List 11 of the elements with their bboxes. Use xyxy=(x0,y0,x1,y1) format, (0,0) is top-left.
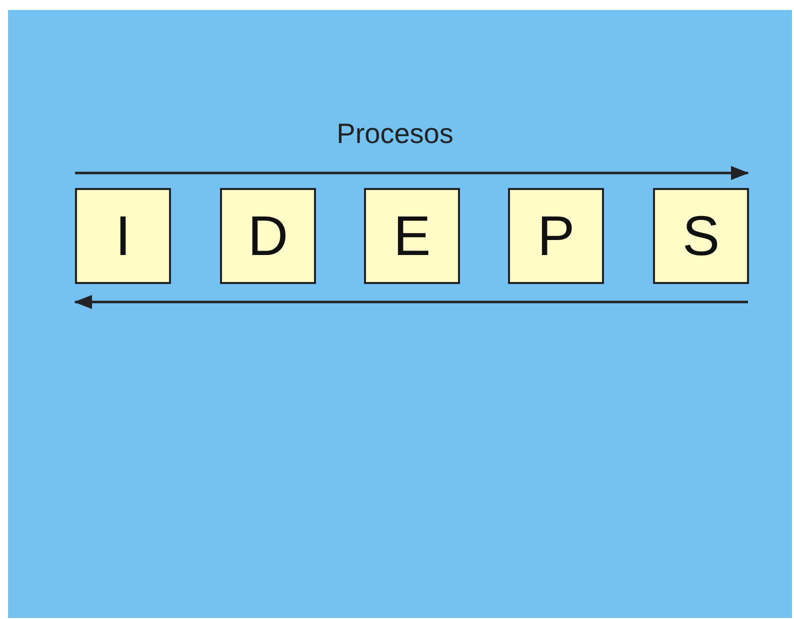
box-letter: S xyxy=(682,208,720,264)
letter-box xyxy=(364,188,460,284)
letter-box xyxy=(220,188,316,284)
box-letter: P xyxy=(537,208,575,264)
letter-box xyxy=(508,188,604,284)
letter-box xyxy=(75,188,171,284)
box-letter: D xyxy=(248,208,288,264)
arrow-label: Procesos xyxy=(336,118,454,150)
box-letter: I xyxy=(115,208,131,264)
box-letter: E xyxy=(393,208,431,264)
letter-box xyxy=(653,188,749,284)
